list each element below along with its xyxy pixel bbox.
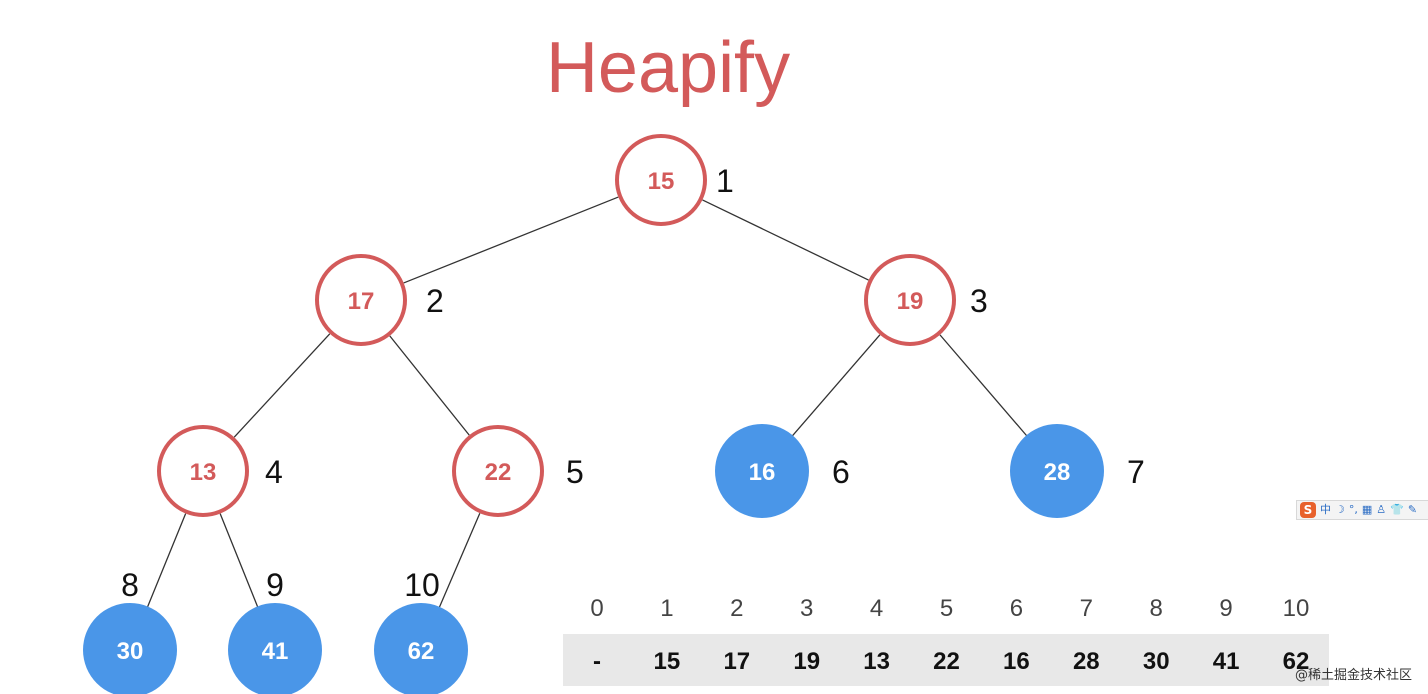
leaf-node-circle (1010, 424, 1104, 518)
node-value-label: 30 (117, 638, 144, 665)
node-index-label: 2 (426, 283, 444, 319)
ime-toolbar[interactable]: S 中 ☽ °, ▦ ♙ 👕 ✎ (1296, 500, 1428, 520)
array-index-label: 1 (660, 595, 673, 622)
leaf-node-circle (83, 603, 177, 694)
leaf-node-circle (715, 424, 809, 518)
array-index-label: 4 (870, 595, 883, 622)
tree-node-4: 13 4 (157, 425, 283, 517)
array-cell-value: 15 (654, 648, 681, 675)
node-value-label: 15 (648, 168, 675, 195)
node-value-label: 13 (190, 459, 217, 486)
node-index-label: 1 (716, 163, 734, 199)
node-value-label: 19 (897, 288, 924, 315)
array-index-label: 0 (590, 595, 603, 622)
array-cell-value: 28 (1073, 648, 1100, 675)
tree-edge-2-4 (233, 333, 331, 438)
array-index-label: 9 (1219, 595, 1232, 622)
array-index-label: 8 (1150, 595, 1163, 622)
punctuation-icon[interactable]: °, (1348, 503, 1358, 516)
tree-node-8: 30 8 (83, 567, 177, 694)
tree-node-9: 41 9 (228, 567, 322, 694)
diagram-title: Heapify (546, 28, 790, 108)
array-index-label: 5 (940, 595, 953, 622)
tree-edge-4-9 (219, 513, 259, 608)
array-cell-value: 30 (1143, 648, 1170, 675)
tree-edge-3-7 (939, 334, 1028, 437)
keyboard-icon[interactable]: ▦ (1361, 503, 1373, 516)
node-value-label: 41 (262, 638, 289, 665)
node-index-label: 10 (404, 567, 440, 603)
leaf-node-circle (374, 603, 468, 694)
array-background (563, 634, 1329, 686)
sogou-logo-icon[interactable]: S (1300, 502, 1316, 518)
node-value-label: 28 (1044, 459, 1071, 486)
tree-node-6: 16 6 (715, 424, 850, 518)
node-index-label: 9 (266, 567, 284, 603)
processed-node-circle (864, 254, 956, 346)
tree-edge-3-6 (791, 334, 881, 437)
watermark-text: @稀土掘金技术社区 (1295, 667, 1412, 683)
array-index-label: 3 (800, 595, 813, 622)
moon-icon[interactable]: ☽ (1335, 503, 1345, 516)
tree-node-7: 28 7 (1010, 424, 1145, 518)
node-value-label: 22 (485, 459, 512, 486)
array-cell-value: 13 (863, 648, 890, 675)
array-cell-value: 22 (933, 648, 960, 675)
array-index-label: 6 (1010, 595, 1023, 622)
chinese-mode-icon[interactable]: 中 (1320, 503, 1331, 516)
array-cell-value: 19 (793, 648, 820, 675)
processed-node-circle (615, 134, 707, 226)
node-value-label: 17 (348, 288, 375, 315)
tree-edge-1-2 (403, 196, 619, 284)
processed-node-circle (157, 425, 249, 517)
array-cell-value: - (593, 648, 601, 675)
node-index-label: 7 (1127, 454, 1145, 490)
node-index-label: 8 (121, 567, 139, 603)
tree-node-2: 17 2 (315, 254, 444, 346)
leaf-node-circle (228, 603, 322, 694)
tree-node-10: 62 10 (374, 567, 468, 694)
processed-node-circle (315, 254, 407, 346)
tree-node-3: 19 3 (864, 254, 988, 346)
user-icon[interactable]: ♙ (1376, 503, 1387, 516)
node-value-label: 16 (749, 459, 776, 486)
tree-edge-2-5 (389, 335, 470, 436)
array-cell-value: 17 (723, 648, 750, 675)
tree-edge-4-8 (146, 513, 187, 608)
tree-node-1: 15 1 (615, 134, 734, 226)
skin-icon[interactable]: 👕 (1390, 503, 1404, 516)
tree-edge-1-3 (702, 199, 869, 281)
tree-edge-5-10 (438, 512, 481, 609)
processed-node-circle (452, 425, 544, 517)
node-index-label: 4 (265, 454, 283, 490)
array-cell-value: 41 (1213, 648, 1240, 675)
tools-icon[interactable]: ✎ (1407, 503, 1418, 516)
array-index-label: 2 (730, 595, 743, 622)
heap-array: 0 1 2 3 4 5 6 7 8 9 10 - 15 17 19 13 22 16 28 30 41 62 (563, 595, 1329, 686)
tree-node-5: 22 5 (452, 425, 584, 517)
node-index-label: 5 (566, 454, 584, 490)
tree-edges (146, 196, 1028, 609)
array-cell-value: 16 (1003, 648, 1030, 675)
node-index-label: 6 (832, 454, 850, 490)
node-value-label: 62 (408, 638, 435, 665)
array-cell-value: 62 (1283, 648, 1310, 675)
array-index-label: 7 (1080, 595, 1093, 622)
array-index-label: 10 (1283, 595, 1310, 622)
node-index-label: 3 (970, 283, 988, 319)
